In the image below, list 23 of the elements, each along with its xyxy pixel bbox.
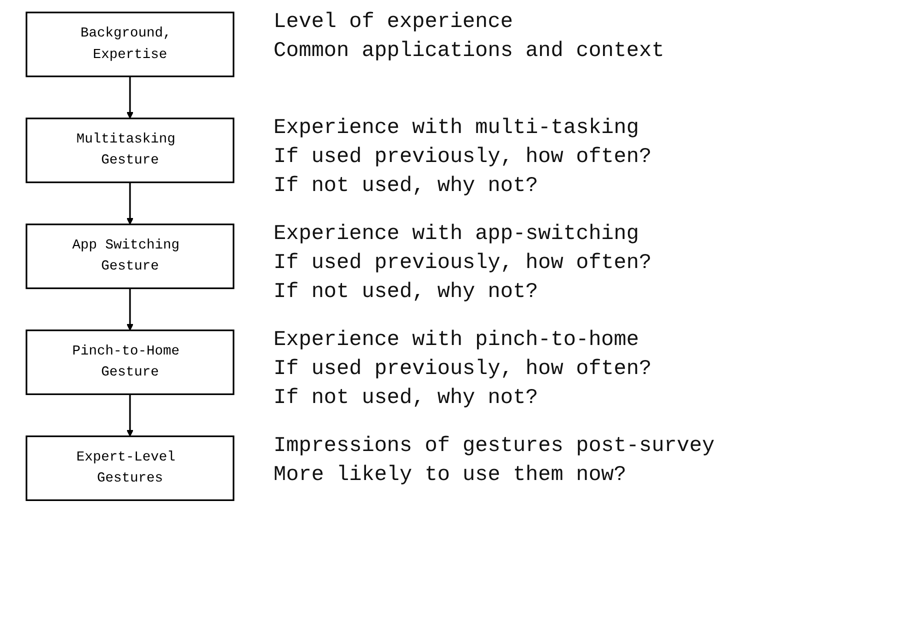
note-text: Experience with pinch-to-home bbox=[274, 328, 640, 354]
note-text: Common applications and context bbox=[274, 39, 664, 66]
note-text: Level of experience bbox=[274, 10, 514, 36]
note-text: Experience with app-switching bbox=[274, 222, 640, 248]
note-text: Experience with multi-tasking bbox=[274, 116, 640, 142]
arrow bbox=[126, 182, 134, 225]
note-text: Impressions of gestures post-survey bbox=[274, 434, 715, 460]
arrow bbox=[126, 288, 134, 331]
note-text: If used previously, how often? bbox=[274, 145, 652, 172]
note-text: If not used, why not? bbox=[274, 386, 540, 412]
node-box bbox=[26, 435, 234, 501]
note-text: If not used, why not? bbox=[274, 174, 540, 200]
node-box bbox=[26, 330, 234, 396]
note-text: If used previously, how often? bbox=[274, 357, 652, 384]
node-box bbox=[26, 12, 234, 78]
note-text: More likely to use them now? bbox=[274, 463, 628, 490]
node-box bbox=[26, 118, 234, 184]
note-text: If used previously, how often? bbox=[274, 251, 652, 278]
arrow bbox=[126, 394, 134, 437]
arrow bbox=[126, 76, 134, 119]
note-text: If not used, why not? bbox=[274, 280, 540, 306]
node-box bbox=[26, 224, 234, 290]
flowchart: Background, Expertise Multitasking Gesture App Switching Gesture Pinch-to-Home Gesture Expert-Level Gestures bbox=[20, 6, 240, 623]
